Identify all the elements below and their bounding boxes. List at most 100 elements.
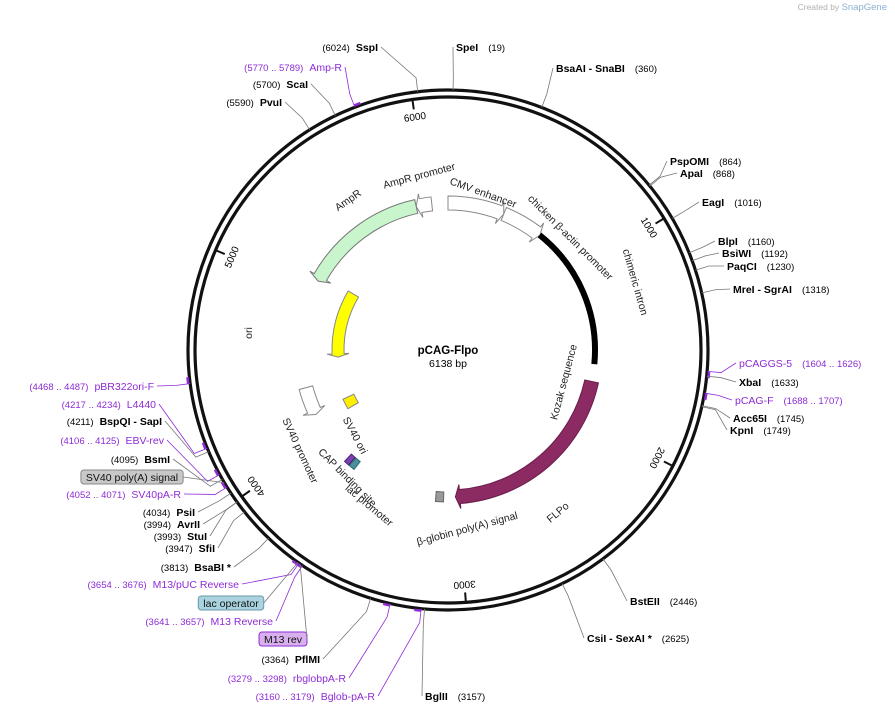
boxed-label-text: lac operator (203, 598, 259, 610)
primer-mark (414, 608, 422, 612)
site-pflmi-name: PflMI (295, 654, 320, 666)
feature-ampr-promoter[interactable] (415, 193, 434, 218)
site-eagi-position: (1016) (734, 198, 761, 209)
feature-label-lac-promoter: lac promoter (343, 482, 396, 529)
site-pvui[interactable]: PvuI (5590) (226, 97, 282, 109)
site-csii-position: (2625) (662, 634, 689, 645)
label-m13-rev[interactable]: M13 rev (258, 631, 308, 647)
site-pflmi-leader (322, 598, 372, 660)
primer-pcaggs-5[interactable]: pCAGGS-5(1604 .. 1626) (739, 358, 861, 370)
site-xbai[interactable]: XbaI(1633) (739, 377, 799, 389)
site-avrii-leader (202, 501, 238, 525)
primer-sv40pa-r-position: (4052 .. 4071) (66, 490, 125, 501)
site-bglii[interactable]: BglII(3157) (425, 691, 485, 703)
tick-mark (241, 489, 251, 498)
site-pspomi[interactable]: PspOMI(864) (670, 156, 741, 168)
site-bsiwi-name: BsiWI (722, 248, 751, 260)
primer-l4440[interactable]: L4440(4217 .. 4234) (62, 399, 157, 411)
feature-label-flpo: FLPo (545, 500, 572, 525)
site-bsaai[interactable]: BsaAI - SnaBI(360) (556, 63, 657, 75)
site-mrei[interactable]: MreI - SgrAI(1318) (733, 284, 829, 296)
site-avrii[interactable]: AvrII(3994) (144, 519, 201, 531)
site-xbai-name: XbaI (739, 377, 761, 389)
site-pflmi[interactable]: PflMI(3364) (261, 654, 320, 666)
site-sspi[interactable]: SspI(6024) (322, 42, 378, 54)
primer-m13-puc-reverse[interactable]: M13/pUC Reverse(3654 .. 3676) (87, 579, 239, 591)
site-eagi[interactable]: EagI (1016) (702, 197, 762, 209)
tick-label: 4000 (246, 473, 268, 498)
site-bsiwi[interactable]: BsiWI (1192) (722, 248, 788, 260)
site-csii-name: CsiI - SexAI * (587, 633, 653, 645)
site-blpi[interactable]: BlpI(1160) (718, 236, 775, 248)
site-paqci-position: (1230) (767, 262, 794, 273)
site-eagi-name: EagI (702, 197, 724, 209)
primer-mark (213, 469, 220, 477)
site-paqci-name: PaqCI (727, 261, 757, 273)
site-csii-leader (561, 583, 585, 639)
primer-bglob-pa-r[interactable]: Bglob-pA-R(3160 .. 3179) (256, 691, 376, 703)
site-mrei-leader (701, 288, 731, 294)
site-stui[interactable]: StuI(3993) (154, 531, 207, 543)
feature--globin-poly-a-signal[interactable] (434, 490, 445, 503)
boxed-label-text: M13 rev (264, 634, 303, 646)
primer-pcag-f[interactable]: pCAG-F(1688 .. 1707) (735, 395, 843, 407)
feature-ampr[interactable] (309, 199, 419, 284)
site-spei[interactable]: SpeI(19) (456, 42, 505, 54)
primer-m13-reverse[interactable]: M13 Reverse(3641 .. 3657) (145, 616, 273, 628)
feature-chicken-actin-promoter[interactable] (500, 206, 545, 243)
primer-l4440-leader (158, 403, 208, 455)
site-scai[interactable]: ScaI(5700) (253, 79, 308, 91)
label-sv40-poly-a-signal[interactable]: SV40 poly(A) signal (80, 469, 184, 485)
feature-cap-binding-site[interactable] (343, 453, 356, 466)
feature-cmv-enhancer[interactable] (447, 195, 505, 224)
primer-mark (220, 481, 227, 489)
tick-label: 1000 (638, 216, 659, 241)
site-bglii-leader (421, 608, 426, 697)
site-bsiwi-position: (1192) (761, 249, 788, 260)
site-bsteii[interactable]: BstEII(2446) (630, 596, 697, 608)
primer-ebv-rev-position: (4106 .. 4125) (60, 436, 119, 447)
site-psii[interactable]: PsiI(4034) (143, 507, 195, 519)
site-pvui-leader (284, 101, 311, 131)
site-apai[interactable]: ApaI(868) (680, 168, 735, 180)
site-bspqi-name: BspQI - SapI (100, 416, 163, 428)
site-bsabi[interactable]: BsaBI *(3813) (161, 562, 232, 574)
site-bsabi-name: BsaBI * (194, 562, 232, 574)
site-acc65i[interactable]: Acc65I(1745) (733, 413, 804, 425)
primer-rbglobpa-r[interactable]: rbglobpA-R(3279 .. 3298) (228, 673, 347, 685)
plasmid-length: 6138 bp (429, 358, 467, 370)
primer-amp-r-leader (344, 66, 356, 108)
site-bglii-name: BglII (425, 691, 448, 703)
site-kpni[interactable]: KpnI(1749) (730, 425, 791, 437)
feature-flpo[interactable] (454, 379, 600, 509)
feature-sv40-ori[interactable] (342, 393, 359, 410)
tick-mark (655, 217, 665, 225)
primer-sv40pa-r[interactable]: SV40pA-R(4052 .. 4071) (66, 489, 181, 501)
site-pvui-name: PvuI (260, 97, 282, 109)
boxed-label-text: SV40 poly(A) signal (86, 472, 178, 484)
site-bsmi[interactable]: BsmI(4095) (111, 454, 170, 466)
boxed-label-leader (299, 563, 308, 640)
primer-pbr322ori-f[interactable]: pBR322ori-F(4468 .. 4487) (29, 381, 154, 393)
primer-amp-r-position: (5770 .. 5789) (244, 63, 303, 74)
feature-ori[interactable] (326, 290, 360, 358)
site-xbai-leader (706, 375, 737, 383)
primer-amp-r[interactable]: Amp-R(5770 .. 5789) (244, 62, 342, 74)
feature-lac-promoter[interactable] (348, 457, 361, 471)
feature-sv40-promoter[interactable] (298, 385, 326, 416)
label-lac-operator[interactable]: lac operator (197, 595, 265, 611)
feature-label--globin-poly-a-signal: β-globin poly(A) signal (415, 510, 519, 549)
site-paqci[interactable]: PaqCI (1230) (727, 261, 794, 273)
site-csii[interactable]: CsiI - SexAI * (2625) (587, 633, 689, 645)
site-bspqi[interactable]: BspQI - SapI(4211) (67, 416, 162, 428)
primer-ebv-rev[interactable]: EBV-rev(4106 .. 4125) (60, 435, 164, 447)
primer-pcaggs-5-position: (1604 .. 1626) (802, 359, 861, 370)
feature-chimeric-intron[interactable] (537, 232, 598, 365)
site-sfii[interactable]: SfiI(3947) (165, 543, 215, 555)
site-pvui-position: (5590) (226, 98, 253, 109)
primer-pbr322ori-f-position: (4468 .. 4487) (29, 382, 88, 393)
site-bsaai-name: BsaAI - SnaBI (556, 63, 625, 75)
primer-m13-reverse-name: M13 Reverse (211, 616, 274, 628)
primer-mark (201, 442, 207, 450)
site-bsteii-position: (2446) (670, 597, 697, 608)
